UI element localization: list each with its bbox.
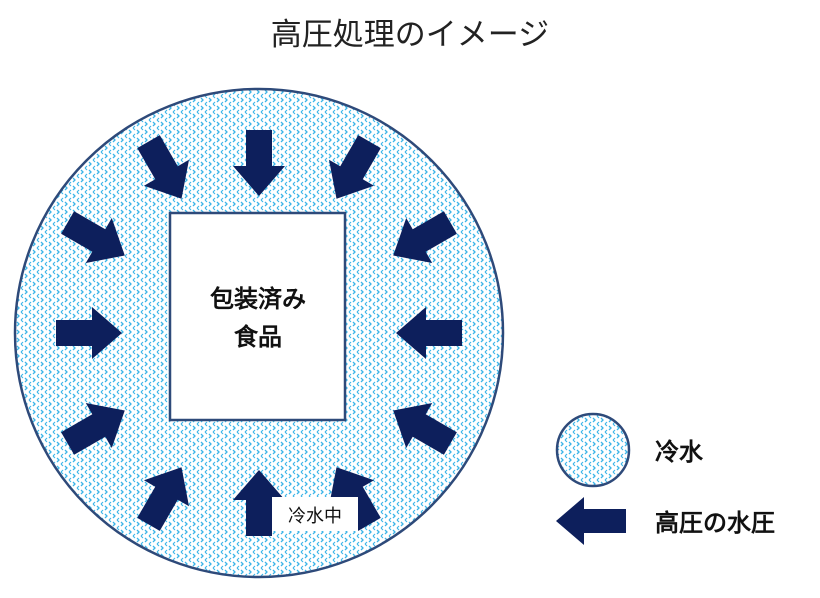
in-water-label: 冷水中 [288, 506, 342, 527]
pressure-arrow [328, 135, 381, 199]
pressure-arrow [56, 307, 122, 359]
food-label-line1: 包装済み [210, 285, 306, 313]
pressure-arrow [61, 211, 125, 264]
diagram-title: 高圧処理のイメージ [271, 17, 549, 53]
pressure-arrow [137, 467, 190, 531]
pressure-arrow [233, 130, 285, 196]
pressure-arrow [137, 135, 190, 199]
pressure-arrow [393, 402, 457, 455]
pressure-arrow [61, 402, 125, 455]
pressure-arrow [393, 211, 457, 264]
legend-water-label: 冷水 [655, 438, 704, 466]
pressure-arrow [396, 307, 462, 359]
in-water-label-bg [272, 497, 358, 531]
legend-water-swatch [555, 412, 631, 488]
legend-arrow-icon [556, 497, 626, 545]
legend-pressure-label: 高圧の水圧 [655, 509, 775, 537]
packaged-food-box [168, 211, 347, 422]
food-label-line2: 食品 [234, 323, 282, 351]
